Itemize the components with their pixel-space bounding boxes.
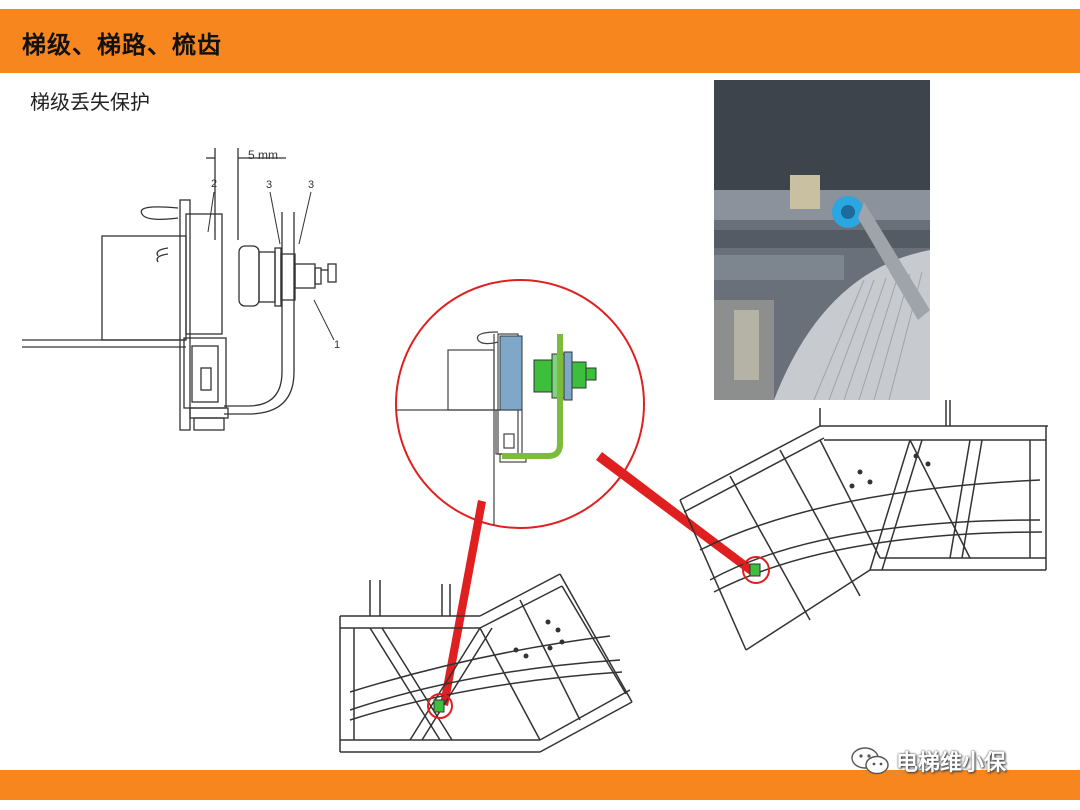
sensor-photo <box>714 80 930 400</box>
watermark: 电梯维小保 <box>850 745 1006 777</box>
dimension-label: 5 mm <box>248 148 278 162</box>
truss-frame-left <box>339 573 633 753</box>
wechat-icon <box>851 747 889 775</box>
part-label-1: 1 <box>334 339 340 351</box>
part-label-2: 2 <box>211 178 217 190</box>
footer-bar <box>0 770 1080 800</box>
slide-title: 梯级、梯路、梳齿 <box>22 31 222 59</box>
section-subtitle: 梯级丢失保护 <box>30 90 150 114</box>
part-label-3a: 3 <box>266 179 272 191</box>
magnified-detail <box>395 279 645 529</box>
sensor-schematic: 5 mm 2 3 3 1 <box>22 148 340 431</box>
part-label-3b: 3 <box>308 179 314 191</box>
header-bar: 梯级、梯路、梳齿 <box>0 9 1080 73</box>
truss-frame-right <box>679 400 1048 651</box>
watermark-text: 电梯维小保 <box>896 751 1007 776</box>
